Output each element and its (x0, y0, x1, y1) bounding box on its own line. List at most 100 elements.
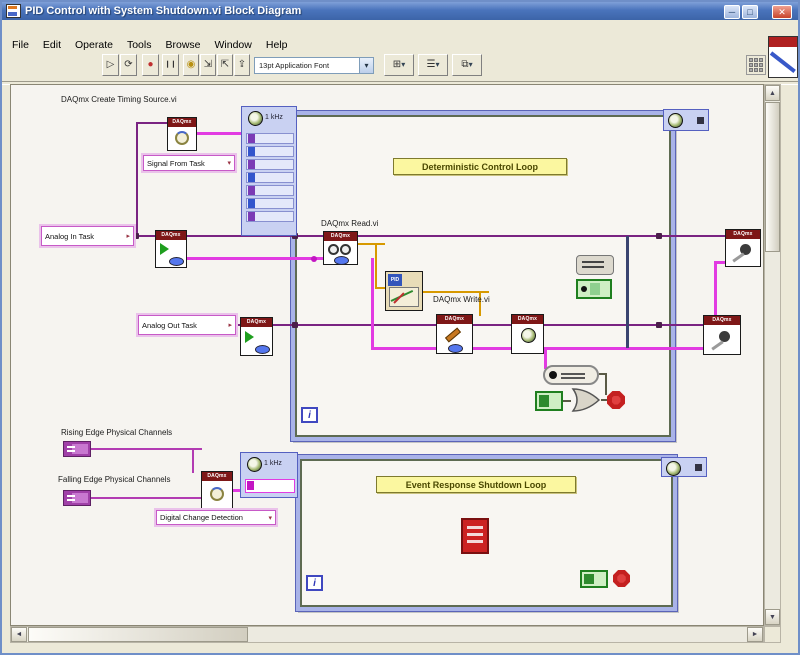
wire-junction-dot (292, 233, 298, 239)
daqmx-clear-task-vi-ai[interactable]: DAQmx (725, 229, 761, 267)
wire-data-2[interactable] (375, 243, 377, 289)
daqmx-start-task-vi-ai[interactable]: DAQmx (155, 230, 187, 268)
close-button[interactable]: ✕ (772, 5, 792, 19)
wire-task-branch-vertical[interactable] (136, 122, 138, 237)
signal-from-task-enum[interactable]: Signal From Task ▾ (143, 155, 235, 171)
run-button[interactable]: ▷ (102, 54, 119, 76)
menu-tools[interactable]: Tools (126, 39, 152, 51)
daqmx-write-vi[interactable]: DAQmx (436, 314, 473, 354)
daqmx-create-timing-source-vi-2[interactable]: DAQmx (201, 471, 233, 511)
wire-task-branch-horizontal[interactable] (136, 122, 169, 124)
wire-rising-edge-v[interactable] (192, 448, 194, 473)
menu-browse[interactable]: Browse (165, 39, 201, 51)
iteration-terminal[interactable]: i (301, 407, 318, 423)
timed-loop2-input-node[interactable]: 1 kHz (240, 452, 298, 498)
analog-out-task-control[interactable]: Analog Out Task ▸ (138, 315, 236, 335)
wire-junction-dot (656, 322, 662, 328)
timed-loop1-input-node[interactable]: 1 kHz (241, 106, 297, 236)
wire-data-1[interactable] (358, 243, 385, 245)
menu-edit[interactable]: Edit (42, 39, 62, 51)
daqmx-read-vi[interactable]: DAQmx (323, 231, 358, 265)
menu-operate[interactable]: Operate (75, 39, 113, 51)
distribute-objects-button[interactable]: ☰▾ (418, 54, 448, 76)
timed-loop2-output-node[interactable] (661, 457, 707, 477)
wire-stop-bool[interactable] (563, 400, 571, 402)
menu-window[interactable]: Window (214, 39, 252, 51)
highlight-execution-button[interactable]: ◉ (183, 54, 199, 76)
abort-button[interactable]: ● (142, 54, 159, 76)
wire-falling-edge[interactable] (91, 497, 209, 499)
menu-file[interactable]: File (12, 39, 29, 51)
step-out-button[interactable]: ⇪ (234, 54, 250, 76)
distribute-icon: ☰ (426, 59, 436, 70)
stop-boolean-terminal[interactable] (535, 391, 563, 411)
scroll-left-icon[interactable]: ◄ (11, 627, 27, 642)
event-loop-label[interactable]: Event Response Shutdown Loop (376, 476, 576, 493)
wire-error-3[interactable] (371, 347, 723, 350)
wire-clear-chain-h[interactable] (714, 261, 733, 264)
wire-or-to-stop[interactable] (601, 399, 607, 401)
wire-timing-source-name[interactable] (197, 132, 249, 135)
scroll-down-icon[interactable]: ▼ (765, 609, 780, 625)
wire-data-5[interactable] (479, 291, 481, 316)
late-indicator[interactable] (576, 255, 614, 275)
title-bar[interactable]: PID Control with System Shutdown.vi Bloc… (2, 2, 798, 20)
step-into-button[interactable]: ⇲ (200, 54, 216, 76)
loop-condition-stop-terminal-2[interactable] (613, 570, 630, 587)
system-shutdown-subvi[interactable] (461, 518, 489, 554)
daqmx-wait-next-sample-clock-vi[interactable]: DAQmx (511, 314, 544, 354)
daqmx-create-timing-source-vi[interactable]: DAQmx (167, 117, 197, 151)
rising-edge-channel-constant[interactable] (63, 441, 91, 457)
scroll-up-icon[interactable]: ▲ (765, 85, 780, 101)
wire-data-4[interactable] (423, 291, 489, 293)
horizontal-scrollbar[interactable]: ◄ ► (10, 626, 764, 643)
reorder-objects-button[interactable]: ⧉▾ (452, 54, 482, 76)
step-over-button[interactable]: ⇱ (217, 54, 233, 76)
wire-error-4[interactable] (544, 347, 547, 369)
run-continuous-button[interactable]: ⟳ (120, 54, 137, 76)
connector-pane-icon[interactable] (746, 55, 766, 75)
horizontal-scroll-thumb[interactable] (28, 627, 248, 642)
font-selector[interactable]: 13pt Application Font (254, 57, 360, 74)
falling-edge-channel-constant[interactable] (63, 490, 91, 506)
unbundle-status-node[interactable] (543, 365, 599, 385)
maximize-button[interactable]: □ (742, 5, 758, 19)
wire-error-2[interactable] (371, 258, 374, 350)
loop-condition-stop-terminal[interactable] (607, 391, 625, 409)
clear-glyph (740, 244, 751, 255)
wire-error-1[interactable] (187, 257, 335, 260)
daqmx-start-task-vi-ao[interactable]: DAQmx (240, 317, 273, 356)
pid-vi[interactable]: PID (385, 271, 423, 311)
boolean-indicator-terminal[interactable] (576, 279, 612, 299)
minimize-button[interactable]: ─ (724, 5, 740, 19)
daqmx-clear-task-vi-ao[interactable]: DAQmx (703, 315, 741, 355)
wire-data-3[interactable] (375, 287, 393, 289)
wire-analog-in-task[interactable] (134, 235, 725, 237)
vi-icon[interactable] (768, 36, 798, 78)
wire-vertical-dark[interactable] (626, 236, 629, 348)
daqmx-banner: DAQmx (726, 230, 760, 239)
pid-chart-glyph (389, 287, 419, 307)
align-objects-button[interactable]: ⊞▾ (384, 54, 414, 76)
wire-clear-chain-v[interactable] (714, 261, 717, 317)
wire-status-2[interactable] (605, 373, 607, 395)
iteration-terminal[interactable]: i (306, 575, 323, 591)
vertical-scroll-thumb[interactable] (765, 102, 780, 252)
start-glyph (160, 243, 169, 255)
timed-loop1-output-node[interactable] (663, 109, 709, 131)
stop-boolean-terminal-2[interactable] (580, 570, 608, 588)
vertical-scrollbar[interactable]: ▲ ▼ (764, 84, 781, 626)
wire-status-1[interactable] (599, 373, 607, 375)
pause-button[interactable]: ❙❙ (162, 54, 179, 76)
scroll-right-icon[interactable]: ► (747, 627, 763, 642)
wire-rising-edge[interactable] (91, 448, 202, 450)
menu-help[interactable]: Help (265, 39, 288, 51)
chevron-down-icon: ▾ (268, 514, 272, 522)
font-selector-arrow-icon[interactable]: ▾ (359, 57, 374, 74)
or-gate[interactable] (571, 387, 601, 413)
block-diagram-canvas[interactable]: 1 kHz 1 kHz DAQmx Create Timing Source.v… (10, 84, 764, 626)
digital-change-detection-enum[interactable]: Digital Change Detection ▾ (156, 510, 276, 525)
deterministic-loop-label[interactable]: Deterministic Control Loop (393, 158, 567, 175)
scrollbar-corner (764, 626, 781, 643)
analog-in-task-control[interactable]: Analog In Task ▸ (41, 226, 134, 246)
